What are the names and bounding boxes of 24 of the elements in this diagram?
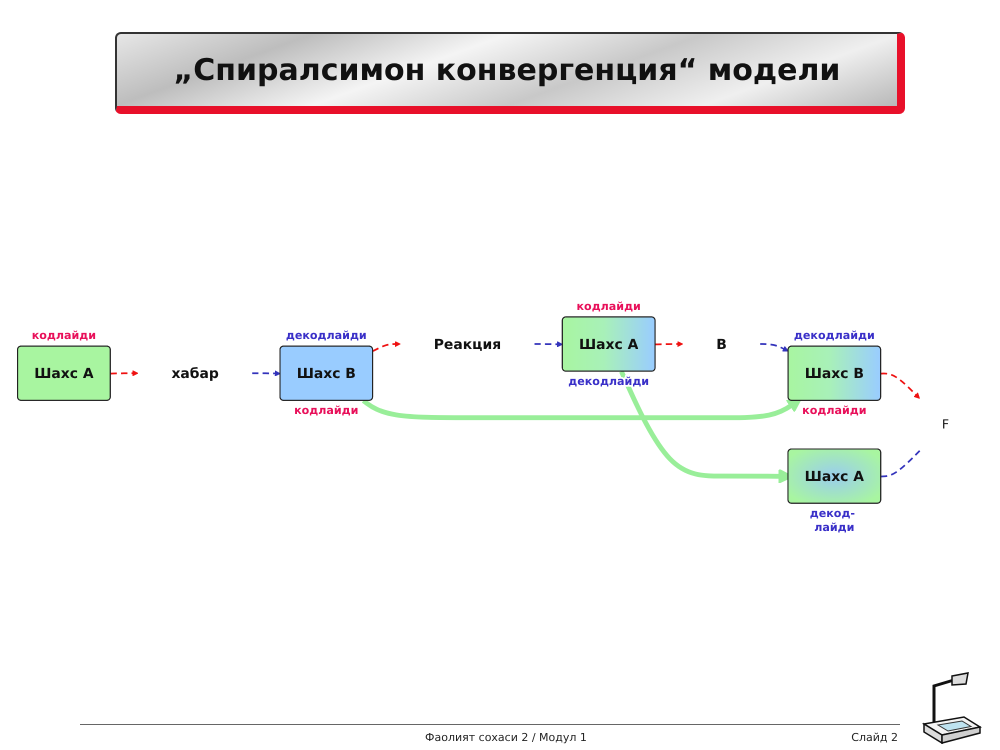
node-text: В [716, 336, 727, 352]
node-caption: декодлайди [286, 329, 367, 342]
node-caption: декодлайди [794, 329, 875, 342]
node-text: Реакция [434, 336, 502, 352]
arrow [252, 370, 281, 376]
node-caption: кодлайди [576, 300, 641, 313]
arrow [760, 343, 789, 352]
node-caption: кодлайди [802, 404, 866, 418]
node-text: F [942, 417, 950, 432]
arrow [880, 372, 920, 399]
arrow [372, 340, 401, 352]
arrow [110, 370, 138, 376]
node-caption: декодлайди [568, 375, 650, 388]
arrow [362, 398, 802, 420]
footer-text: Слайд 2 [851, 731, 898, 744]
node-caption: декод- лайди [810, 507, 856, 534]
node-text: хабар [171, 364, 219, 382]
node-caption: кодлайди [294, 404, 358, 418]
connector [881, 450, 920, 478]
arrow [655, 340, 684, 348]
node-caption: кодлайди [32, 329, 96, 342]
footer-text: Фаолият сохаси 2 / Модул 1 [425, 731, 587, 744]
arrow [534, 341, 563, 348]
slide-title: „Спиралсимон конвергенция“ модели [115, 32, 905, 114]
